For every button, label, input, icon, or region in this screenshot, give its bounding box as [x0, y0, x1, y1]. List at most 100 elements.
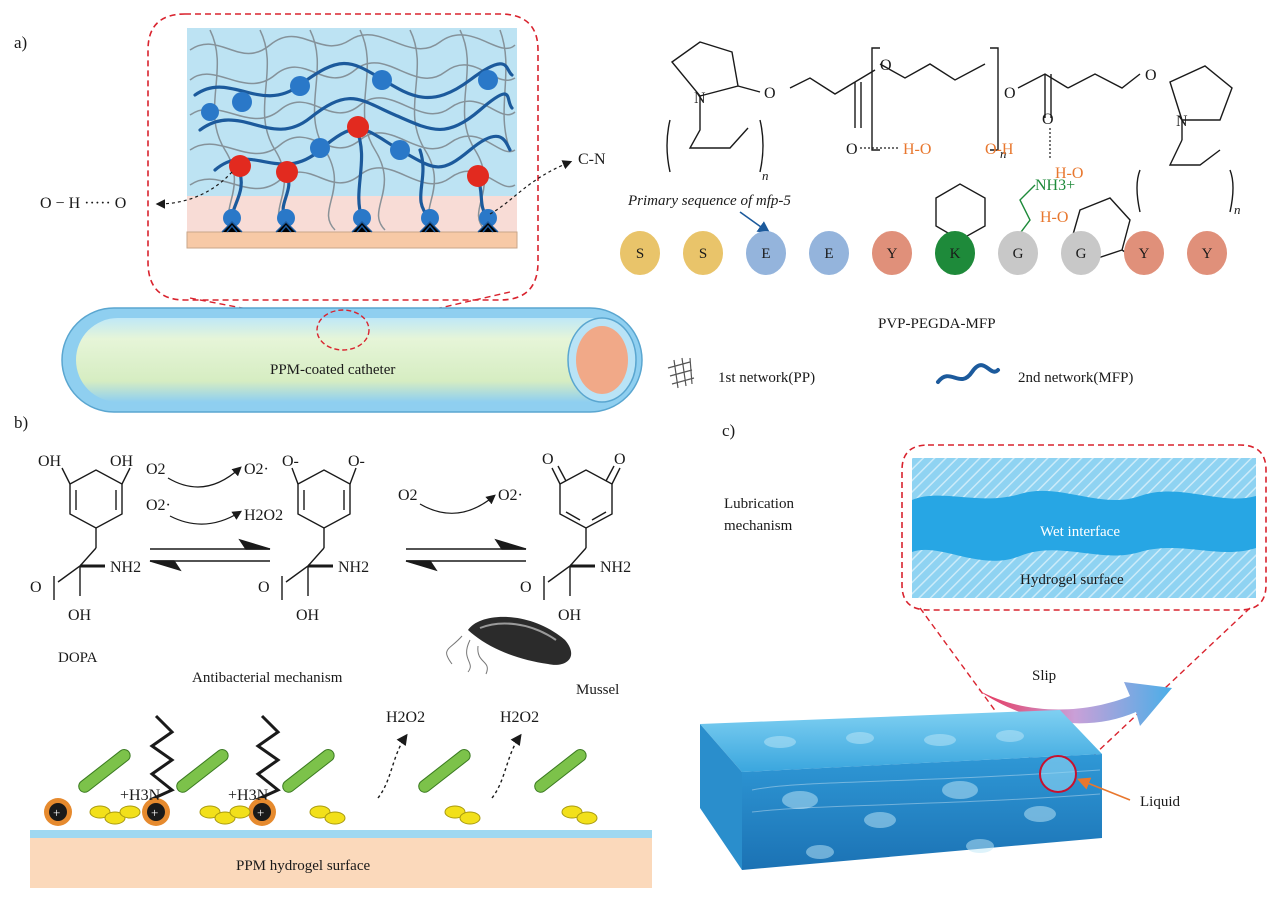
sequence-bead [1124, 231, 1164, 275]
surface-label: PPM hydrogel surface [236, 858, 370, 874]
atom-o4: O [1145, 67, 1157, 84]
panel-label-c: c) [722, 421, 735, 440]
quinone-nh2: NH2 [600, 559, 631, 576]
equilibrium-arrow-1 [149, 538, 271, 572]
polymer-zigzags [149, 714, 281, 802]
h2o2-label-a: H2O2 [386, 709, 425, 726]
slip-arrow-icon [978, 682, 1172, 726]
atom-ho2: H-O [1055, 165, 1083, 182]
antibacterial-label: Antibacterial mechanism [192, 670, 343, 686]
legend-network-2-icon [936, 363, 1000, 384]
atom-o2: O [880, 57, 892, 74]
lubrication-label-line1: Lubrication [724, 496, 794, 512]
primary-sequence-label: Primary sequence of mfp-5 [627, 193, 791, 209]
mussel-label: Mussel [576, 682, 619, 698]
sequence-bead [935, 231, 975, 275]
sequence-bead [1187, 231, 1227, 275]
panel-label-b: b) [14, 413, 28, 432]
sequence-letter: K [950, 246, 961, 262]
h-bond-arrow [155, 171, 233, 209]
atom-o3: O [1004, 85, 1016, 102]
sequence-letter: E [761, 246, 770, 262]
sequence-letter: Y [1202, 246, 1213, 262]
hydrogel-block [700, 710, 1102, 870]
cationic-sites: + + + [44, 798, 276, 826]
intermediate-o-minus-1: O- [282, 453, 299, 470]
equilibrium-arrow-2 [405, 538, 527, 572]
dopa-oh-1: OH [38, 453, 62, 470]
atom-n1: N [694, 90, 706, 107]
sequence-arrow [739, 211, 771, 234]
rxn-h2o2-1: H2O2 [244, 507, 283, 524]
atom-oh1: O-H [985, 141, 1014, 158]
atom-n2: N [1176, 113, 1188, 130]
rxn-o2-2: O2 [398, 487, 418, 504]
liquid-label: Liquid [1140, 794, 1180, 810]
atom-ho3: H-O [1040, 209, 1068, 226]
quinone-structure [543, 465, 621, 600]
sub-n1: n [762, 168, 769, 183]
zoom-outline [147, 13, 539, 301]
rxn-o2rad-2: O2· [146, 497, 171, 514]
intermediate-nh2: NH2 [338, 559, 369, 576]
dopa-o: O [30, 579, 42, 596]
intermediate-structure [281, 467, 357, 600]
sequence-letter: S [699, 246, 707, 262]
cn-label: C-N [578, 151, 606, 168]
sequence-letter: G [1076, 246, 1087, 262]
polymer-name: PVP-PEGDA-MFP [878, 316, 996, 332]
legend-network-1: 1st network(PP) [718, 370, 815, 386]
h2o2-label-b: H2O2 [500, 709, 539, 726]
quinone-o-2: O [614, 451, 626, 468]
dopa-structure [53, 467, 131, 600]
atom-o5: O [1042, 111, 1054, 128]
sequence-bead [809, 231, 849, 275]
h3n-label-b: +H3N [228, 787, 269, 804]
catheter-label: PPM-coated catheter [270, 362, 395, 378]
sequence-bead [998, 231, 1038, 275]
h2o2-arrow-b [491, 733, 522, 799]
sequence-bead [872, 231, 912, 275]
rxn-o2rad-3: O2· [498, 487, 523, 504]
h3n-label-a: +H3N [120, 787, 161, 804]
h2o2-arrow-a [377, 733, 408, 799]
mussel-icon [446, 616, 572, 675]
slip-label: Slip [1032, 668, 1056, 684]
panel-label-a: a) [14, 33, 27, 52]
dopa-oh-2: OH [110, 453, 134, 470]
rxn-arrow-curve-3 [419, 494, 496, 514]
atom-ho1: H-O [903, 141, 931, 158]
h-bond-label: O − H ····· O [40, 195, 126, 212]
liquid-highlight [1039, 755, 1077, 793]
sequence-letter: G [1013, 246, 1024, 262]
sequence-letter: Y [1139, 246, 1150, 262]
rxn-o2-1: O2 [146, 461, 166, 478]
sequence-bead [746, 231, 786, 275]
lubrication-zoom-line-1 [919, 607, 1041, 773]
rxn-arrow-curve-2 [169, 510, 243, 525]
dopa-nh2: NH2 [110, 559, 141, 576]
svg-text:+: + [257, 805, 264, 820]
intermediate-o-minus-2: O- [348, 453, 365, 470]
hydrogel-surface [30, 830, 652, 888]
catheter [61, 307, 643, 413]
sequence-bead [620, 231, 660, 275]
intermediate-o: O [258, 579, 270, 596]
quinone-o-1: O [542, 451, 554, 468]
rxn-arrow-curve-1 [167, 466, 242, 488]
atom-nh3: NH3+ [1035, 177, 1075, 194]
network-illustration [186, 28, 518, 249]
legend-network-1-icon [667, 357, 695, 389]
yellow-particles [89, 805, 598, 825]
lubrication-label-line2: mechanism [724, 518, 793, 534]
wet-interface-label: Wet interface [1040, 524, 1120, 540]
sequence-letter: S [636, 246, 644, 262]
quinone-o-3: O [520, 579, 532, 596]
svg-text:+: + [53, 805, 60, 820]
legend-network-2: 2nd network(MFP) [1018, 370, 1133, 386]
atom-o1: O [764, 85, 776, 102]
bacteria-rods [78, 749, 587, 793]
liquid-arrow [1077, 777, 1131, 801]
